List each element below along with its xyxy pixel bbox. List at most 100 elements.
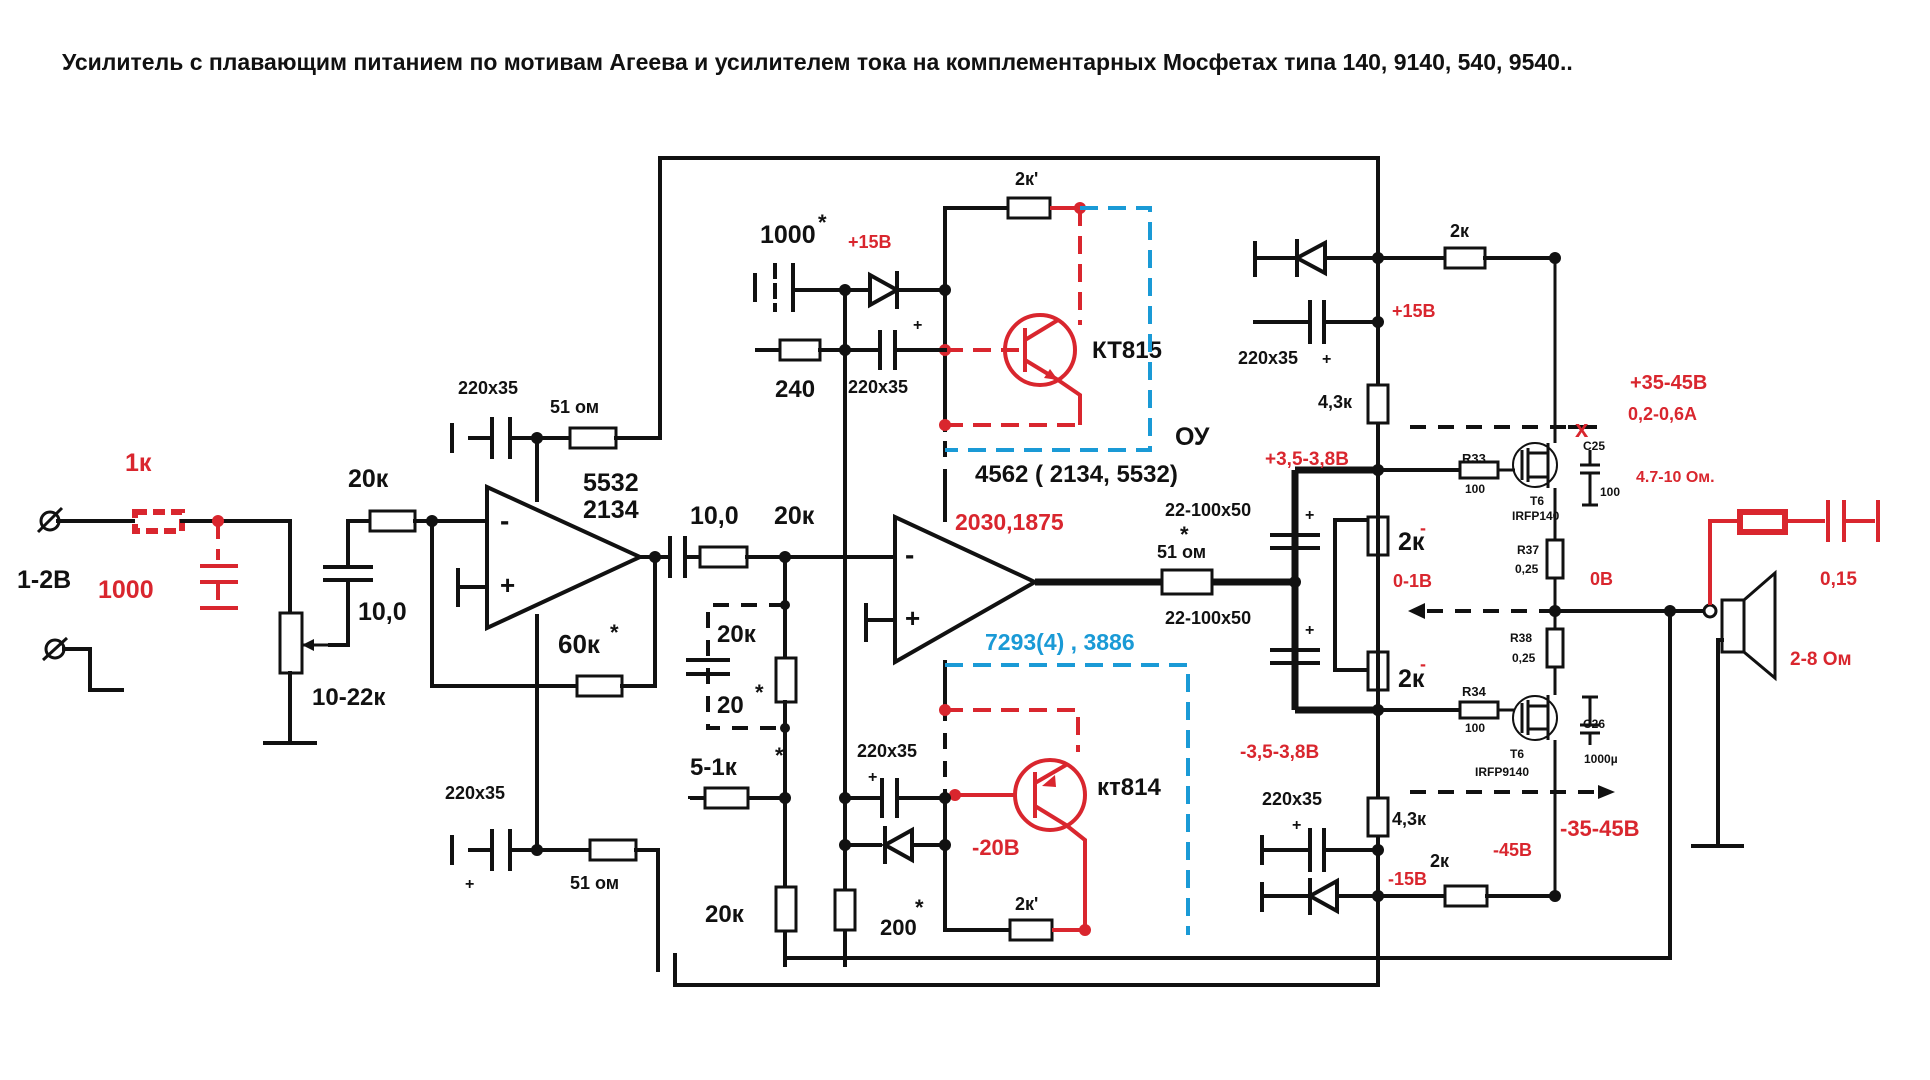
label-r2k-bot: 2к' <box>1015 894 1038 914</box>
label-c-bot: 220х35 <box>445 783 505 803</box>
resistor-20k-a <box>774 656 798 704</box>
speaker-icon <box>1720 569 1777 682</box>
diode-bottom <box>880 826 914 864</box>
label-t6-bot: T6 <box>1510 747 1524 761</box>
c-bot-plus: + <box>465 876 474 893</box>
diode-right-top <box>1292 239 1327 277</box>
trim-a-mark: - <box>1420 518 1426 538</box>
label-r34: R34 <box>1462 684 1487 699</box>
label-0v: 0В <box>1590 569 1613 589</box>
r5-1k-star: * <box>775 743 784 768</box>
label-r38: R38 <box>1510 631 1532 645</box>
label-plus35-45: +35-45В <box>1630 372 1707 394</box>
label-c-mid: 10,0 <box>690 502 739 530</box>
label-c25v: 100 <box>1600 485 1620 499</box>
label-r51-bot: 51 ом <box>570 873 619 893</box>
opamp1-plus: + <box>500 570 515 600</box>
label-c220-right-top: 220х35 <box>1238 348 1298 368</box>
label-c26v: 1000µ <box>1584 752 1618 766</box>
transistor-kt815 <box>1003 313 1077 387</box>
label-r60k: 60к <box>558 629 601 659</box>
trim-b-mark: - <box>1420 654 1426 674</box>
resistor-2k-top <box>1006 196 1052 220</box>
label-c-top: 220х35 <box>458 378 518 398</box>
c-220-bot-mid-plus: + <box>868 769 877 786</box>
label-r20k-a: 20к <box>717 621 757 648</box>
label-c22-bot: 22-100х50 <box>1165 608 1251 628</box>
label-r37: R37 <box>1517 543 1539 557</box>
diode-top <box>868 271 902 309</box>
label-0-1v: 0-1В <box>1393 571 1432 591</box>
label-r2k-right-bot: 2к <box>1430 851 1450 871</box>
label-r240: 240 <box>775 376 815 403</box>
r51-out-star: * <box>1180 522 1189 547</box>
opamp1-minus: - <box>500 505 509 536</box>
r60k-star: * <box>610 620 619 645</box>
x-mark: x <box>1575 416 1589 443</box>
r200-star: * <box>915 895 924 920</box>
label-ou-types: 4562 ( 2134, 5532) <box>975 461 1178 488</box>
label-irfp140: IRFP140 <box>1512 509 1560 523</box>
label-in-voltage: 1-2В <box>17 566 71 594</box>
label-c220-right-bot: 220х35 <box>1262 789 1322 809</box>
resistor-51-bottom <box>588 838 638 862</box>
label-c26: C26 <box>1583 717 1605 731</box>
label-c-220-top-mid: 220х35 <box>848 377 908 397</box>
label-r200: 200 <box>880 915 917 940</box>
label-opamp1b: 2134 <box>583 496 639 524</box>
resistor-r38 <box>1545 627 1565 669</box>
label-r34v: 100 <box>1465 721 1485 735</box>
label-t6-top: T6 <box>1530 494 1544 508</box>
label-c1000: 1000 <box>760 221 816 249</box>
resistor-5-1k <box>703 786 750 810</box>
resistor-20k-input <box>368 509 417 533</box>
label-minus45: -45В <box>1493 840 1532 860</box>
label-in-r: 1к <box>125 449 152 477</box>
c22-bot-plus: + <box>1305 622 1314 639</box>
opamp2-minus: - <box>905 539 914 570</box>
label-r2k-right-top: 2к <box>1450 221 1470 241</box>
label-speaker: 2-8 Ом <box>1790 649 1852 670</box>
label-c015: 0,15 <box>1820 569 1857 590</box>
opamp2-plus: + <box>905 603 920 633</box>
label-r37v: 0,25 <box>1515 562 1539 576</box>
resistor-20k-b <box>774 885 798 933</box>
label-r43-top: 4,3к <box>1318 392 1353 412</box>
zobel-resistor-red <box>1737 509 1788 535</box>
transistor-kt814 <box>1013 758 1087 832</box>
input-resistor-red <box>132 509 185 534</box>
label-r-mid: 20к <box>774 502 815 530</box>
c-220-top-mid-plus: + <box>913 317 922 334</box>
label-r51-out: 51 ом <box>1157 542 1206 562</box>
label-r-in: 20к <box>348 465 389 493</box>
c220-right-top-plus: + <box>1322 351 1331 368</box>
diode-right-bottom <box>1305 877 1339 915</box>
mosfet-irfp140 <box>1512 442 1558 488</box>
label-c20: 20 <box>717 692 744 719</box>
label-minus35-45: -35-45В <box>1560 816 1639 841</box>
resistor-r37 <box>1545 538 1565 580</box>
label-c22-top: 22-100х50 <box>1165 500 1251 520</box>
resistor-60k-feedback <box>575 674 624 698</box>
opamp-1 <box>485 483 645 632</box>
label-r33: R33 <box>1462 451 1486 466</box>
label-ohm-range: 4.7-10 Ом. <box>1636 469 1715 486</box>
label-trim-2k-b: 2к <box>1398 665 1425 693</box>
mosfet-irfp9140 <box>1512 695 1558 741</box>
resistor-4-3k-bot <box>1366 796 1390 838</box>
volume-potentiometer <box>278 611 304 675</box>
label-opamp1: 5532 <box>583 469 639 497</box>
c20-star: * <box>755 680 764 705</box>
diagram-title: Усилитель с плавающим питанием по мотива… <box>62 49 1573 75</box>
label-pot: 10-22к <box>312 684 386 711</box>
label-ou: ОУ <box>1175 423 1210 451</box>
label-irfp9140: IRFP9140 <box>1475 765 1529 779</box>
label-opamp2-blue: 7293(4) , 3886 <box>985 629 1135 655</box>
input-cap-red <box>200 564 238 584</box>
resistor-200 <box>833 888 857 932</box>
label-plus3-5: +3,5-3,8В <box>1265 449 1349 470</box>
label-plus15-right: +15В <box>1392 301 1436 321</box>
label-r20k-b: 20к <box>705 901 745 928</box>
resistor-4-3k-top <box>1366 383 1390 425</box>
